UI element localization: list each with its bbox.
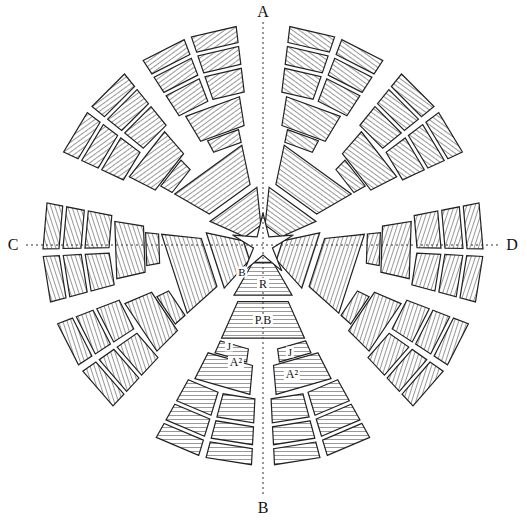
brachial-plate (63, 255, 87, 297)
plate-label: R (257, 278, 269, 290)
brachial-plate (434, 318, 468, 365)
brachial-plate (439, 255, 463, 297)
brachial-plate (92, 74, 135, 117)
brachial-plate (282, 68, 321, 99)
plate-label: D (504, 237, 520, 253)
brachial-plate (63, 207, 84, 249)
brachial-plate (211, 421, 253, 445)
brachial-plate (273, 421, 315, 445)
brachial-plate (274, 442, 320, 465)
primibrach-plate (276, 145, 351, 214)
brachial-plate (156, 423, 203, 455)
brachial-plate (64, 113, 101, 159)
brachial-plate (85, 253, 114, 291)
brachial-plate (143, 40, 190, 74)
brachial-plate (271, 394, 309, 423)
brachial-plate (402, 362, 443, 406)
plate-label: J (286, 347, 294, 358)
plate-label: B (256, 500, 271, 516)
plate-label: P.B (253, 314, 273, 326)
brachial-plate (288, 27, 335, 52)
brachial-plate (414, 211, 441, 248)
brachial-plate (463, 203, 483, 249)
brachial-plate (191, 27, 238, 52)
plate-label: A² (284, 368, 300, 380)
brachial-plate (336, 40, 383, 74)
brachial-plate (323, 423, 370, 455)
brachial-plate (412, 253, 441, 291)
plate-label: A (255, 4, 271, 20)
axis-line (26, 245, 500, 246)
primibrach-plate (175, 145, 250, 214)
brachial-plate (85, 211, 112, 248)
small-plate (366, 233, 380, 266)
brachial-plate (83, 362, 124, 406)
brachial-plate (460, 256, 483, 302)
brachial-plate (206, 442, 252, 465)
brachial-plate (442, 207, 463, 249)
axis-line (263, 22, 264, 497)
brachial-plate (391, 74, 434, 117)
brachial-plate (58, 318, 92, 365)
plate-label: J (225, 341, 233, 352)
plate-label: C (6, 237, 21, 253)
brachial-plate (381, 222, 411, 279)
brachial-plate (205, 68, 244, 99)
brachial-plate (43, 203, 63, 249)
brachial-plate (115, 222, 145, 279)
brachial-plate (43, 256, 66, 302)
small-plate (146, 233, 160, 266)
plate-label: A² (228, 356, 244, 368)
brachial-plate (217, 394, 255, 423)
brachial-plate (426, 113, 463, 159)
plate-label: B (236, 267, 247, 278)
